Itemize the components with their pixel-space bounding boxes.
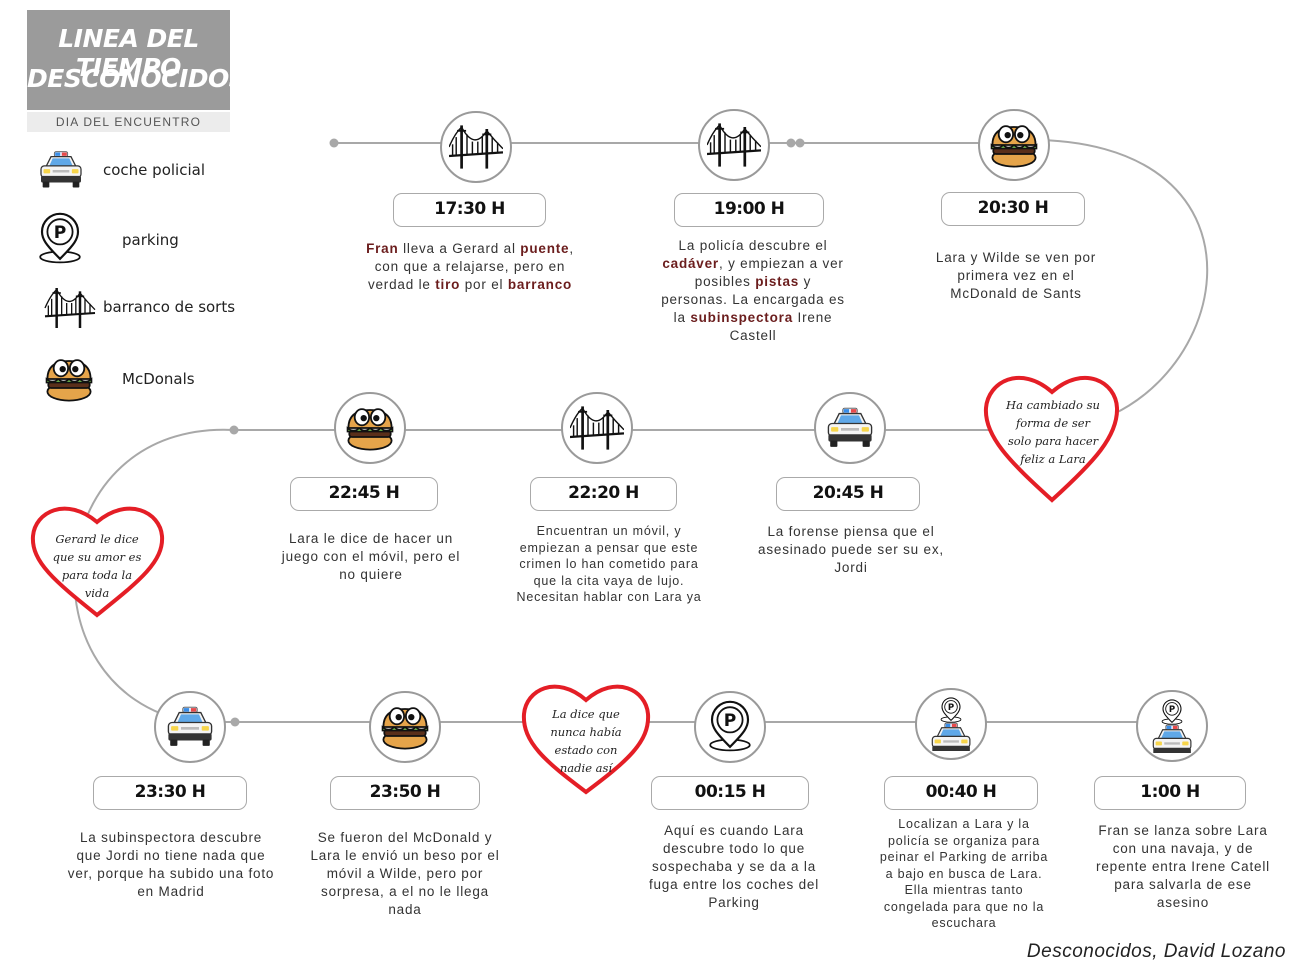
event-description: Se fueron del McDonald y Lara le envió u… [310,830,500,917]
police-parking-icon [924,697,978,751]
event-time: 00:40 H [884,776,1038,810]
event-time: 22:20 H [530,477,677,511]
event-node [561,392,633,464]
title-line-1: LINEA DEL TIEMPO [58,24,199,82]
event-node [369,691,441,763]
legend-label-police: coche policial [103,161,205,179]
subtitle: DIA DEL ENCUENTRO [27,112,230,132]
event-time: 19:00 H [674,193,824,227]
heart-1 [983,375,1120,503]
event-time: 23:30 H [93,776,247,810]
event-node [915,688,987,760]
event-description: Lara le dice de hacer un juego con el mó… [281,531,461,582]
legend-label-bridge: barranco de sorts [103,298,236,316]
event-description: Fran lleva a Gerard al puente, con que a… [366,241,574,292]
title-box: LINEA DEL TIEMPO DESCONOCIDOS [27,10,247,110]
heart-text-1: Ha cambiado su forma de ser solo para ha… [1006,398,1100,466]
event-time: 20:45 H [776,477,920,511]
event-time: 17:30 H [393,193,546,227]
event-description: Lara y Wilde se ven por primera vez en e… [935,250,1097,301]
event-node [694,691,766,763]
heart-text-2: Gerard le dice que su amor es para toda … [52,532,142,600]
police-car-icon [823,401,877,455]
police-car-icon [163,700,217,754]
bridge-icon [570,401,624,455]
parking-icon [703,700,757,754]
event-description: Localizan a Lara y la policía se organiz… [879,817,1049,930]
heart-3 [521,684,651,795]
police-parking-icon [1145,699,1199,753]
event-time: 23:50 H [330,776,480,810]
event-node [978,109,1050,181]
event-description: Fran se lanza sobre Lara con una navaja,… [1096,823,1270,910]
credit: Desconocidos, David Lozano [1026,941,1286,962]
event-node [334,392,406,464]
event-description: Aquí es cuando Lara descubre todo lo que… [648,823,820,910]
event-time: 20:30 H [941,192,1085,226]
burger-icon [343,401,397,455]
legend-label-parking: parking [122,231,179,249]
heart-text-3: La dice que nunca había estado con nadie… [550,707,622,775]
event-time: 1:00 H [1094,776,1246,810]
event-description: La policía descubre el cadáver, y empiez… [661,238,845,343]
legend-label-burger: McDonals [122,370,195,388]
event-node [814,392,886,464]
event-node [1136,690,1208,762]
event-description: La subinspectora descubre que Jordi no t… [67,830,275,899]
bridge-icon [707,118,761,172]
event-time: 22:45 H [290,477,438,511]
burger-icon [378,700,432,754]
event-node [698,109,770,181]
bridge-icon [449,120,503,174]
event-time: 00:15 H [651,776,809,810]
title-line-2: DESCONOCIDOS [27,64,247,93]
event-node [154,691,226,763]
event-description: Encuentran un móvil, y empiezan a pensar… [516,524,702,604]
heart-2 [30,506,165,618]
event-description: La forense piensa que el asesinado puede… [758,524,944,575]
event-node [440,111,512,183]
burger-icon [987,118,1041,172]
